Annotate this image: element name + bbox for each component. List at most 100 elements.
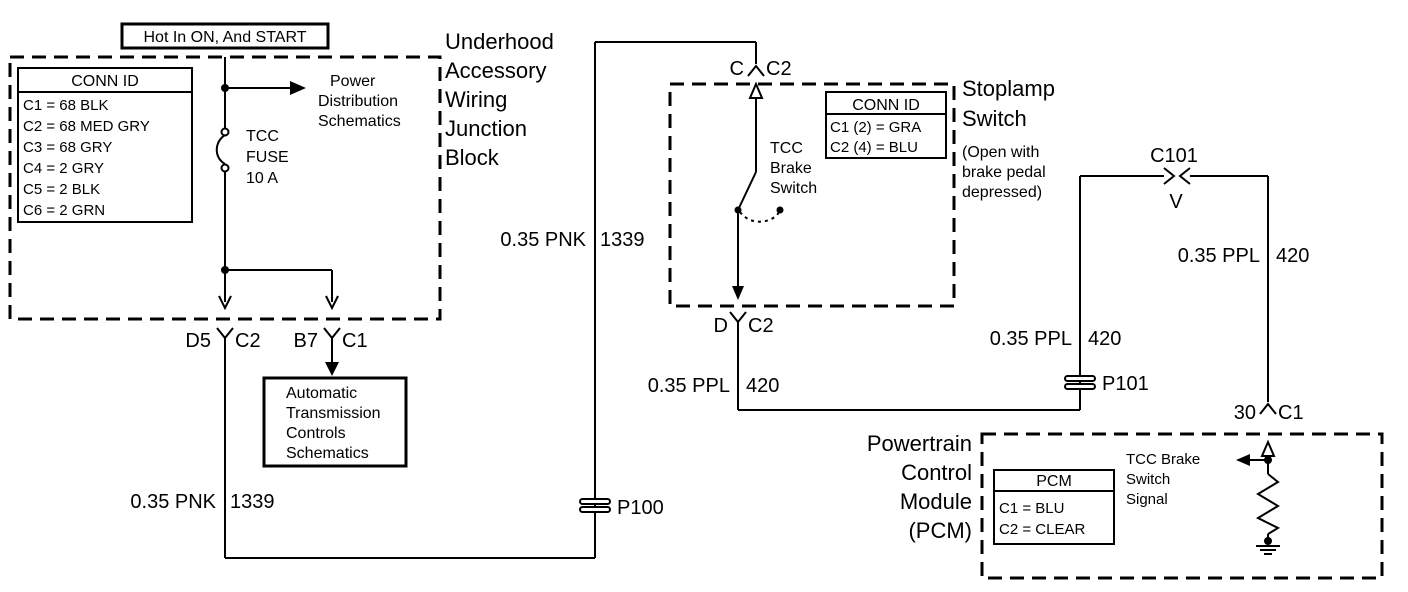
automatic-transmission-box: Automatic Transmission Controls Schemati… <box>262 376 408 468</box>
conn-id-row: C4 = 2 GRY <box>23 160 104 177</box>
connector-pin: B7 <box>294 330 318 352</box>
conn-id-header: CONN ID <box>71 73 139 90</box>
wire-circuit: 420 <box>1088 328 1121 350</box>
stoplamp-title-line: Switch <box>962 106 1027 131</box>
conn-id-row: C3 = 68 GRY <box>23 139 112 156</box>
conn-id-row: C1 = BLU <box>999 500 1064 517</box>
stoplamp-switch-outline <box>668 82 956 308</box>
arrow-down-icon <box>325 362 339 376</box>
connector-id: C1 <box>1278 402 1304 424</box>
wire-ppl-420: 0.35 PPL 420 0.35 PPL 420 0.35 PPL 420 <box>648 175 1309 411</box>
underhood-title: Underhood Accessory Wiring Junction Bloc… <box>445 29 554 170</box>
underhood-conn-id-table: CONN ID C1 = 68 BLK C2 = 68 MED GRY C3 =… <box>17 67 193 223</box>
switch-label-line: Switch <box>770 180 817 197</box>
connector-id: C2 <box>748 315 774 337</box>
wire-circuit: 1339 <box>600 229 645 251</box>
power-source-label: Hot In ON, And START <box>143 29 306 46</box>
arrow-right-icon <box>290 81 306 95</box>
pcm-input-circuit <box>1236 439 1281 555</box>
wire-size-color: 0.35 PPL <box>648 375 730 397</box>
underhood-title-line-2: Accessory <box>445 58 546 83</box>
arrow-up-icon <box>748 81 764 99</box>
wire-pnk-1339: 0.35 PNK 1339 0.35 PNK 1339 <box>130 41 757 559</box>
fuse-label-line: TCC <box>246 128 279 145</box>
connector-id: C2 <box>235 330 261 352</box>
conn-id-header: CONN ID <box>852 97 920 114</box>
stoplamp-note-line: brake pedal <box>962 164 1046 181</box>
underhood-title-line-3: Wiring <box>445 87 507 112</box>
connector-b7-c1: B7 C1 <box>294 327 368 376</box>
connector-icon <box>1259 402 1277 415</box>
stoplamp-note-line: depressed) <box>962 184 1042 201</box>
connector-icon <box>729 311 747 324</box>
resistor-icon <box>1255 473 1281 535</box>
stoplamp-note-line: (Open with <box>962 144 1039 161</box>
underhood-title-line-4: Junction <box>445 116 527 141</box>
connector-id: C2 <box>766 58 792 80</box>
wire-size-color: 0.35 PNK <box>130 491 216 513</box>
wire-size-color: 0.35 PPL <box>990 328 1072 350</box>
conn-id-row: C1 = 68 BLK <box>23 97 108 114</box>
stoplamp-connector-top: C C2 <box>730 58 792 80</box>
conn-id-row: C6 = 2 GRN <box>23 202 105 219</box>
connector-pin: C <box>730 58 744 80</box>
connector-pin: 30 <box>1234 402 1256 424</box>
power-distribution-line: Distribution <box>318 93 398 110</box>
tcc-fuse-label: TCC FUSE 10 A <box>246 128 289 187</box>
inline-connector-name: C101 <box>1150 145 1198 167</box>
auto-trans-line: Automatic <box>286 385 357 402</box>
conn-id-row: C2 = 68 MED GRY <box>23 118 150 135</box>
tcc-brake-switch: TCC Brake Switch <box>732 81 817 300</box>
switch-label-line: TCC <box>770 140 803 157</box>
pcm-title-line: (PCM) <box>908 518 972 543</box>
inline-connector-pin: V <box>1169 191 1183 213</box>
splice-p100: P100 <box>579 497 664 519</box>
connector-icon <box>1178 167 1191 185</box>
arrow-down-icon <box>732 286 744 300</box>
inline-connector-c101: C101 V <box>1150 145 1198 213</box>
wire-size-color: 0.35 PPL <box>1178 245 1260 267</box>
fuse-label-line: 10 A <box>246 170 278 187</box>
power-source-box: Hot In ON, And START <box>120 22 330 50</box>
fuse-label-line: FUSE <box>246 149 289 166</box>
pcm-conn-id-table: PCM C1 = BLU C2 = CLEAR <box>993 469 1115 545</box>
pcm-connector: 30 C1 <box>1234 402 1304 424</box>
pcm-title: Powertrain Control Module (PCM) <box>867 431 972 543</box>
conn-id-row: C2 = CLEAR <box>999 521 1085 538</box>
connector-icon <box>1163 167 1176 185</box>
splice-p101: P101 <box>1064 373 1149 395</box>
underhood-title-line-1: Underhood <box>445 29 554 54</box>
splice-label: P101 <box>1102 373 1149 395</box>
auto-trans-line: Schematics <box>286 445 369 462</box>
pcm-outline <box>980 432 1384 580</box>
pcm-title-line: Powertrain <box>867 431 972 456</box>
wire-circuit: 420 <box>746 375 779 397</box>
wire-size-color: 0.35 PNK <box>500 229 586 251</box>
auto-trans-line: Controls <box>286 425 346 442</box>
arrow-left-icon <box>1236 454 1250 466</box>
conn-id-row: C1 (2) = GRA <box>830 119 921 136</box>
underhood-title-line-5: Block <box>445 145 500 170</box>
stoplamp-title: Stoplamp Switch (Open with brake pedal d… <box>962 76 1055 201</box>
arrow-up-icon <box>1260 439 1276 457</box>
pcm-title-line: Module <box>900 489 972 514</box>
conn-id-header: PCM <box>1036 473 1072 490</box>
pcm-title-line: Control <box>901 460 972 485</box>
connector-pin: D5 <box>185 330 211 352</box>
power-distribution-line: Power <box>330 73 376 90</box>
fuse-icon <box>215 134 226 165</box>
connector-icon <box>216 327 234 340</box>
switch-travel-arc <box>739 209 781 223</box>
conn-id-row: C5 = 2 BLK <box>23 181 100 198</box>
auto-trans-line: Transmission <box>286 405 381 422</box>
fuse-circuit <box>215 57 339 311</box>
power-distribution-label: Power Distribution Schematics <box>318 73 401 130</box>
pcm-signal-label: TCC Brake Switch Signal <box>1126 451 1200 508</box>
stoplamp-conn-id-table: CONN ID C1 (2) = GRA C2 (4) = BLU <box>825 91 947 159</box>
signal-label-line: TCC Brake <box>1126 451 1200 468</box>
signal-label-line: Signal <box>1126 491 1168 508</box>
signal-label-line: Switch <box>1126 471 1170 488</box>
connector-icon <box>747 64 765 77</box>
conn-id-row: C2 (4) = BLU <box>830 139 918 156</box>
